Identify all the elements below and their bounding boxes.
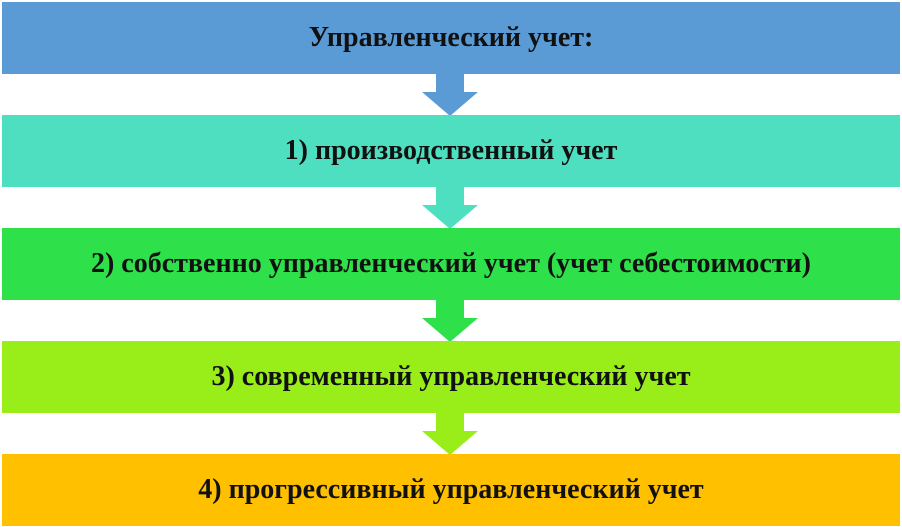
down-arrow-icon <box>422 74 478 116</box>
step-box-cost-accounting: 2) собственно управленческий учет (учет … <box>2 228 900 300</box>
step-label: 1) производственный учет <box>284 135 618 166</box>
step-label: 4) прогрессивный управленческий учет <box>198 474 704 505</box>
step-box-production-accounting: 1) производственный учет <box>2 115 900 187</box>
down-arrow-icon <box>422 300 478 342</box>
step-box-progressive-accounting: 4) прогрессивный управленческий учет <box>2 454 900 526</box>
step-box-modern-accounting: 3) современный управленческий учет <box>2 341 900 413</box>
down-arrow-icon <box>422 187 478 229</box>
step-label: 3) современный управленческий учет <box>211 361 691 392</box>
step-label: Управленческий учет: <box>308 22 594 53</box>
step-box-management-accounting: Управленческий учет: <box>2 2 900 74</box>
step-label: 2) собственно управленческий учет (учет … <box>90 248 811 279</box>
down-arrow-icon <box>422 413 478 455</box>
